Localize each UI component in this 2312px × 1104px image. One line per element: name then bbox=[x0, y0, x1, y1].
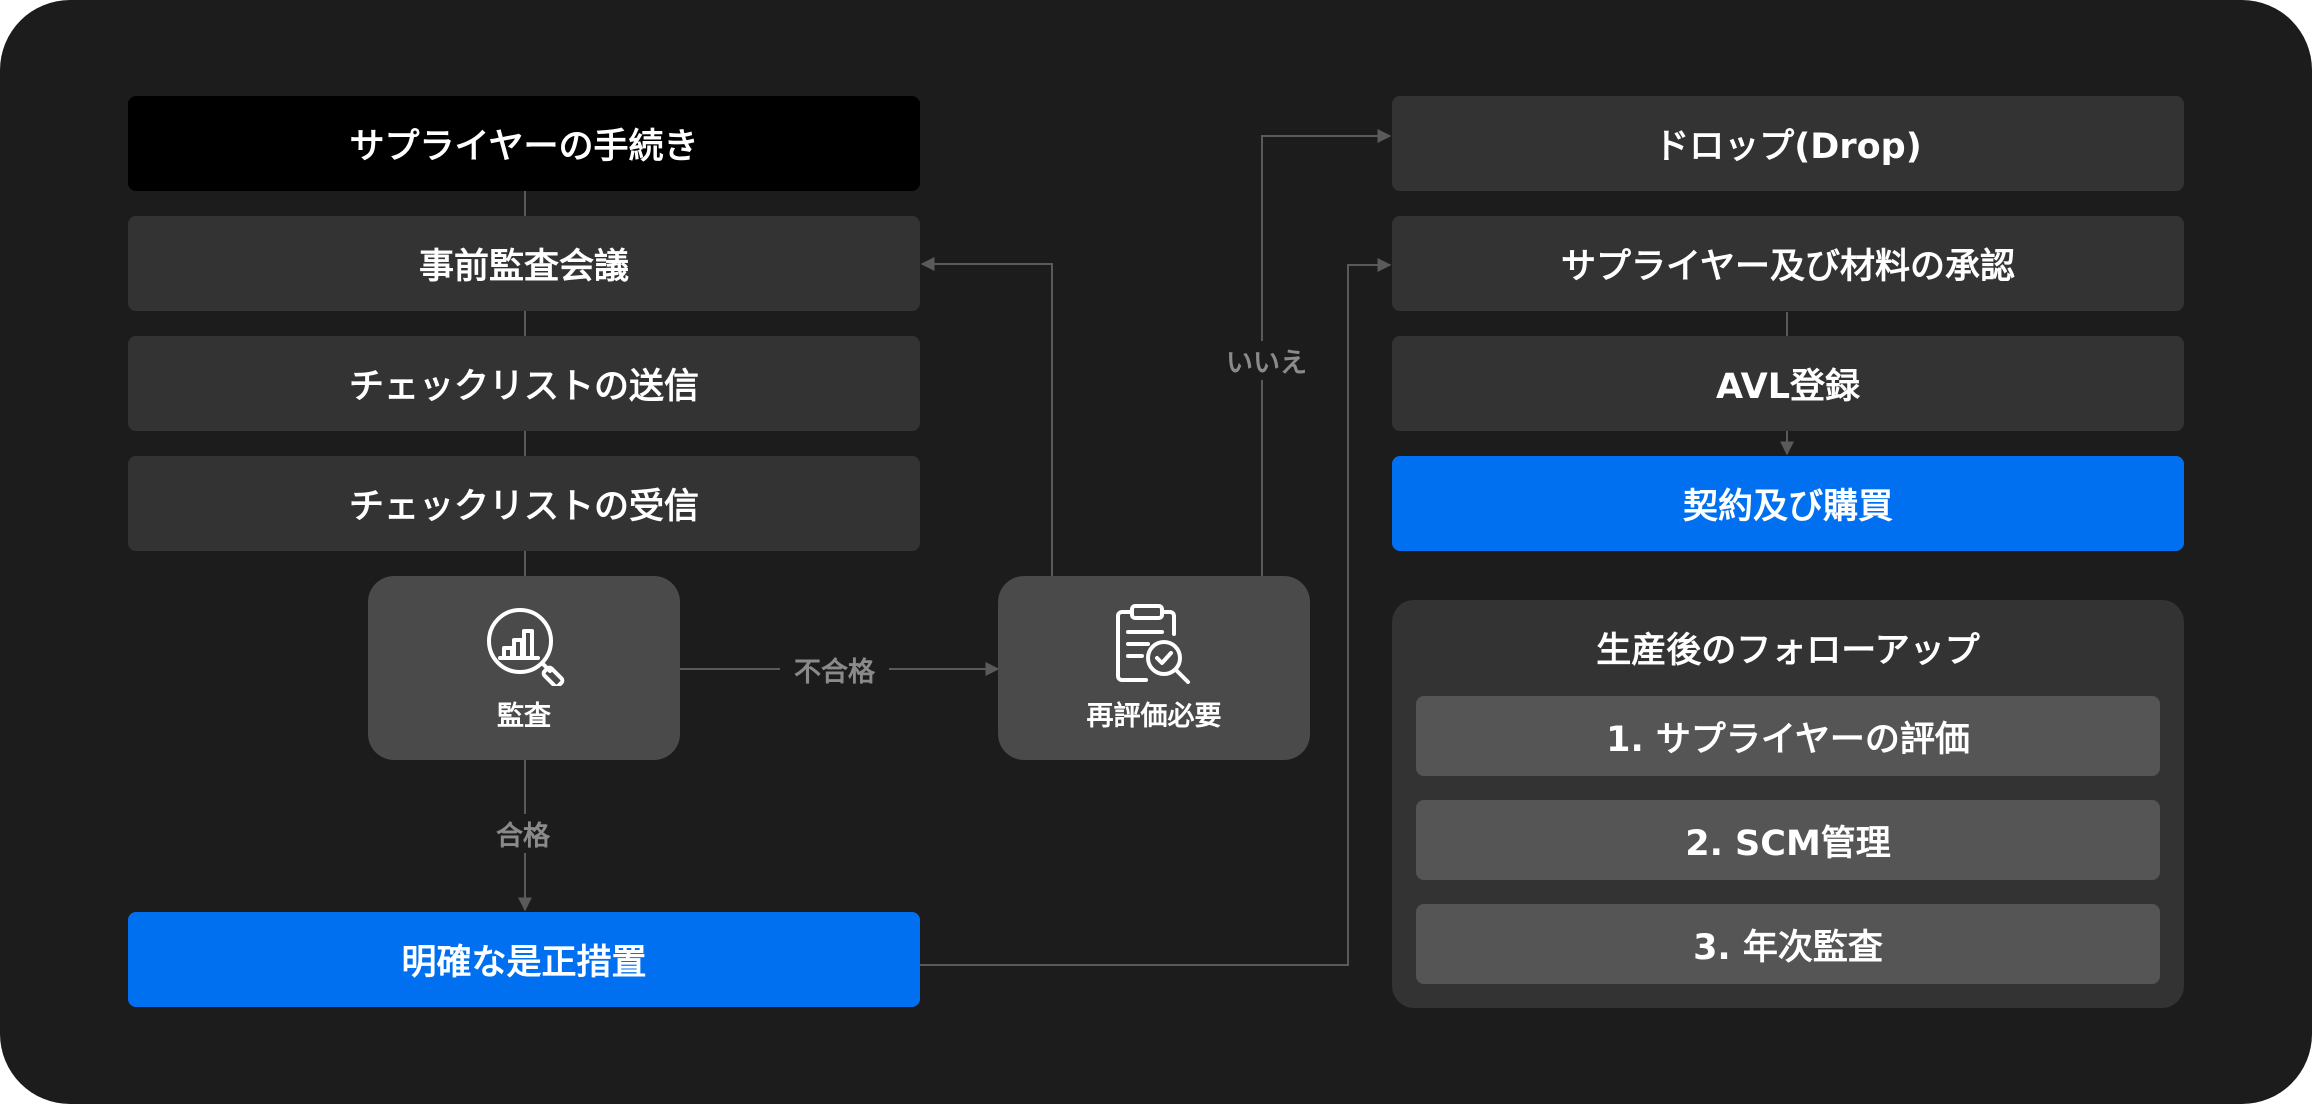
clipboard-search-icon bbox=[1116, 603, 1190, 684]
step-contract-purchase: 契約及び購買 bbox=[1392, 456, 2184, 551]
followup-item-label: 3. 年次監査 bbox=[1693, 927, 1883, 968]
step-supplier-procedure-label: サプライヤーの手続き bbox=[349, 127, 699, 167]
step-avl-registration: AVL登録 bbox=[1392, 336, 2184, 431]
audit-label: 監査 bbox=[497, 700, 551, 732]
followup-item-label: 1. サプライヤーの評価 bbox=[1606, 719, 1970, 760]
reevaluation-node: 再評価必要 bbox=[998, 576, 1310, 760]
followup-item: 3. 年次監査 bbox=[1416, 904, 2160, 984]
step-approval-label: サプライヤー及び材料の承認 bbox=[1561, 247, 2015, 287]
followup-item-label: 2. SCM管理 bbox=[1685, 823, 1891, 864]
step-supplier-procedure: サプライヤーの手続き bbox=[128, 96, 920, 191]
step-drop-label: ドロップ(Drop) bbox=[1654, 127, 1922, 167]
audit-node: 監査 bbox=[368, 576, 680, 760]
followup-item: 2. SCM管理 bbox=[1416, 800, 2160, 880]
connector-corrective-to-approval bbox=[920, 258, 1392, 966]
step-checklist-receive: チェックリストの受信 bbox=[128, 456, 920, 551]
followup-title: 生産後のフォローアップ bbox=[1596, 631, 1980, 671]
step-checklist-receive-label: チェックリストの受信 bbox=[348, 487, 699, 527]
step-contract-purchase-label: 契約及び購買 bbox=[1682, 487, 1893, 527]
followup-group: 生産後のフォローアップ 1. サプライヤーの評価 2. SCM管理 3. 年次監… bbox=[1392, 600, 2184, 1008]
step-approval: サプライヤー及び材料の承認 bbox=[1392, 216, 2184, 311]
reevaluation-label: 再評価必要 bbox=[1086, 700, 1222, 732]
step-pre-audit-meeting: 事前監査会議 bbox=[128, 216, 920, 311]
connector-reevaluation-to-drop bbox=[1261, 129, 1392, 576]
edge-label-pass: 合格 bbox=[482, 814, 564, 853]
connector-reevaluation-to-meeting bbox=[920, 257, 1053, 576]
followup-item: 1. サプライヤーの評価 bbox=[1416, 696, 2160, 776]
step-drop: ドロップ(Drop) bbox=[1392, 96, 2184, 191]
magnifier-chart-icon bbox=[487, 607, 565, 686]
edge-label-no: いいえ bbox=[1212, 341, 1321, 380]
edge-label-fail: 不合格 bbox=[780, 650, 889, 689]
step-checklist-send-label: チェックリストの送信 bbox=[348, 367, 699, 407]
step-checklist-send: チェックリストの送信 bbox=[128, 336, 920, 431]
step-avl-registration-label: AVL登録 bbox=[1715, 367, 1861, 407]
step-corrective-action: 明確な是正措置 bbox=[128, 912, 920, 1007]
step-corrective-action-label: 明確な是正措置 bbox=[401, 943, 647, 983]
step-pre-audit-meeting-label: 事前監査会議 bbox=[418, 247, 629, 287]
